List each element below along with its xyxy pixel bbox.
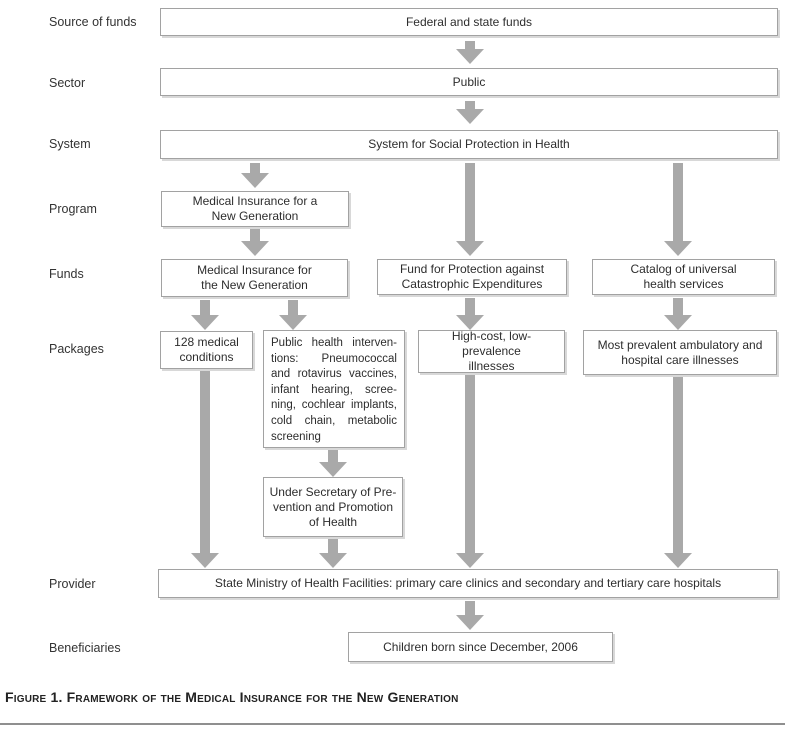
arrow-down-icon: [241, 163, 269, 188]
box-public-health-interventions: Public health interven- tions: Pneumococ…: [263, 330, 405, 448]
box-text-line: ning, cochlear implants,: [271, 399, 397, 412]
arrow-down-icon: [664, 376, 692, 568]
arrow-down-icon: [456, 163, 484, 256]
box-catalog-universal-services: Catalog of universal health services: [592, 259, 775, 295]
row-label-sector: Sector: [49, 76, 86, 90]
row-label-source-of-funds: Source of funds: [49, 15, 137, 29]
box-children-born-since-2006: Children born since December, 2006: [348, 632, 613, 662]
figure-caption: Figure 1. Framework of the Medical Insur…: [5, 689, 459, 705]
bottom-divider: [0, 723, 785, 725]
row-label-packages: Packages: [49, 342, 104, 356]
arrow-down-icon: [456, 41, 484, 64]
box-text-line: and rotavirus vaccines,: [271, 368, 397, 381]
box-128-medical-conditions: 128 medical conditions: [160, 331, 253, 369]
box-high-cost-low-prevalence: High-cost, low-prevalence illnesses: [418, 329, 565, 373]
box-fund-catastrophic-expenditures: Fund for Protection against Catastrophic…: [377, 259, 567, 295]
arrow-down-icon: [456, 101, 484, 124]
box-text-line: cold chain, metabolic: [271, 414, 397, 427]
arrow-down-icon: [191, 300, 219, 330]
arrow-down-icon: [191, 369, 219, 568]
row-label-provider: Provider: [49, 577, 96, 591]
box-state-ministry-facilities: State Ministry of Health Facilities: pri…: [158, 569, 778, 598]
arrow-down-icon: [279, 300, 307, 330]
box-text-line: infant hearing, scree-: [271, 383, 397, 396]
arrow-down-icon: [664, 298, 692, 330]
box-under-secretary-prevention: Under Secretary of Pre- vention and Prom…: [263, 477, 403, 537]
box-fund-medical-insurance: Medical Insurance for the New Generation: [161, 259, 348, 297]
arrow-down-icon: [319, 448, 347, 477]
row-label-funds: Funds: [49, 267, 84, 281]
arrow-down-icon: [456, 374, 484, 568]
box-text-line: screening: [271, 430, 321, 443]
arrow-down-icon: [456, 298, 484, 330]
arrow-down-icon: [319, 539, 347, 568]
box-federal-and-state-funds: Federal and state funds: [160, 8, 778, 36]
box-public-sector: Public: [160, 68, 778, 96]
arrow-down-icon: [664, 163, 692, 256]
box-system-social-protection: System for Social Protection in Health: [160, 130, 778, 159]
row-label-beneficiaries: Beneficiaries: [49, 641, 121, 655]
row-label-program: Program: [49, 202, 97, 216]
arrow-down-icon: [456, 601, 484, 630]
row-label-system: System: [49, 137, 91, 151]
box-program-medical-insurance: Medical Insurance for a New Generation: [161, 191, 349, 227]
arrow-down-icon: [241, 229, 269, 256]
box-text-line: Public health interven-: [271, 337, 397, 349]
box-most-prevalent-illnesses: Most prevalent ambulatory and hospital c…: [583, 330, 777, 375]
box-text-line: tions: Pneumococcal: [271, 352, 397, 365]
